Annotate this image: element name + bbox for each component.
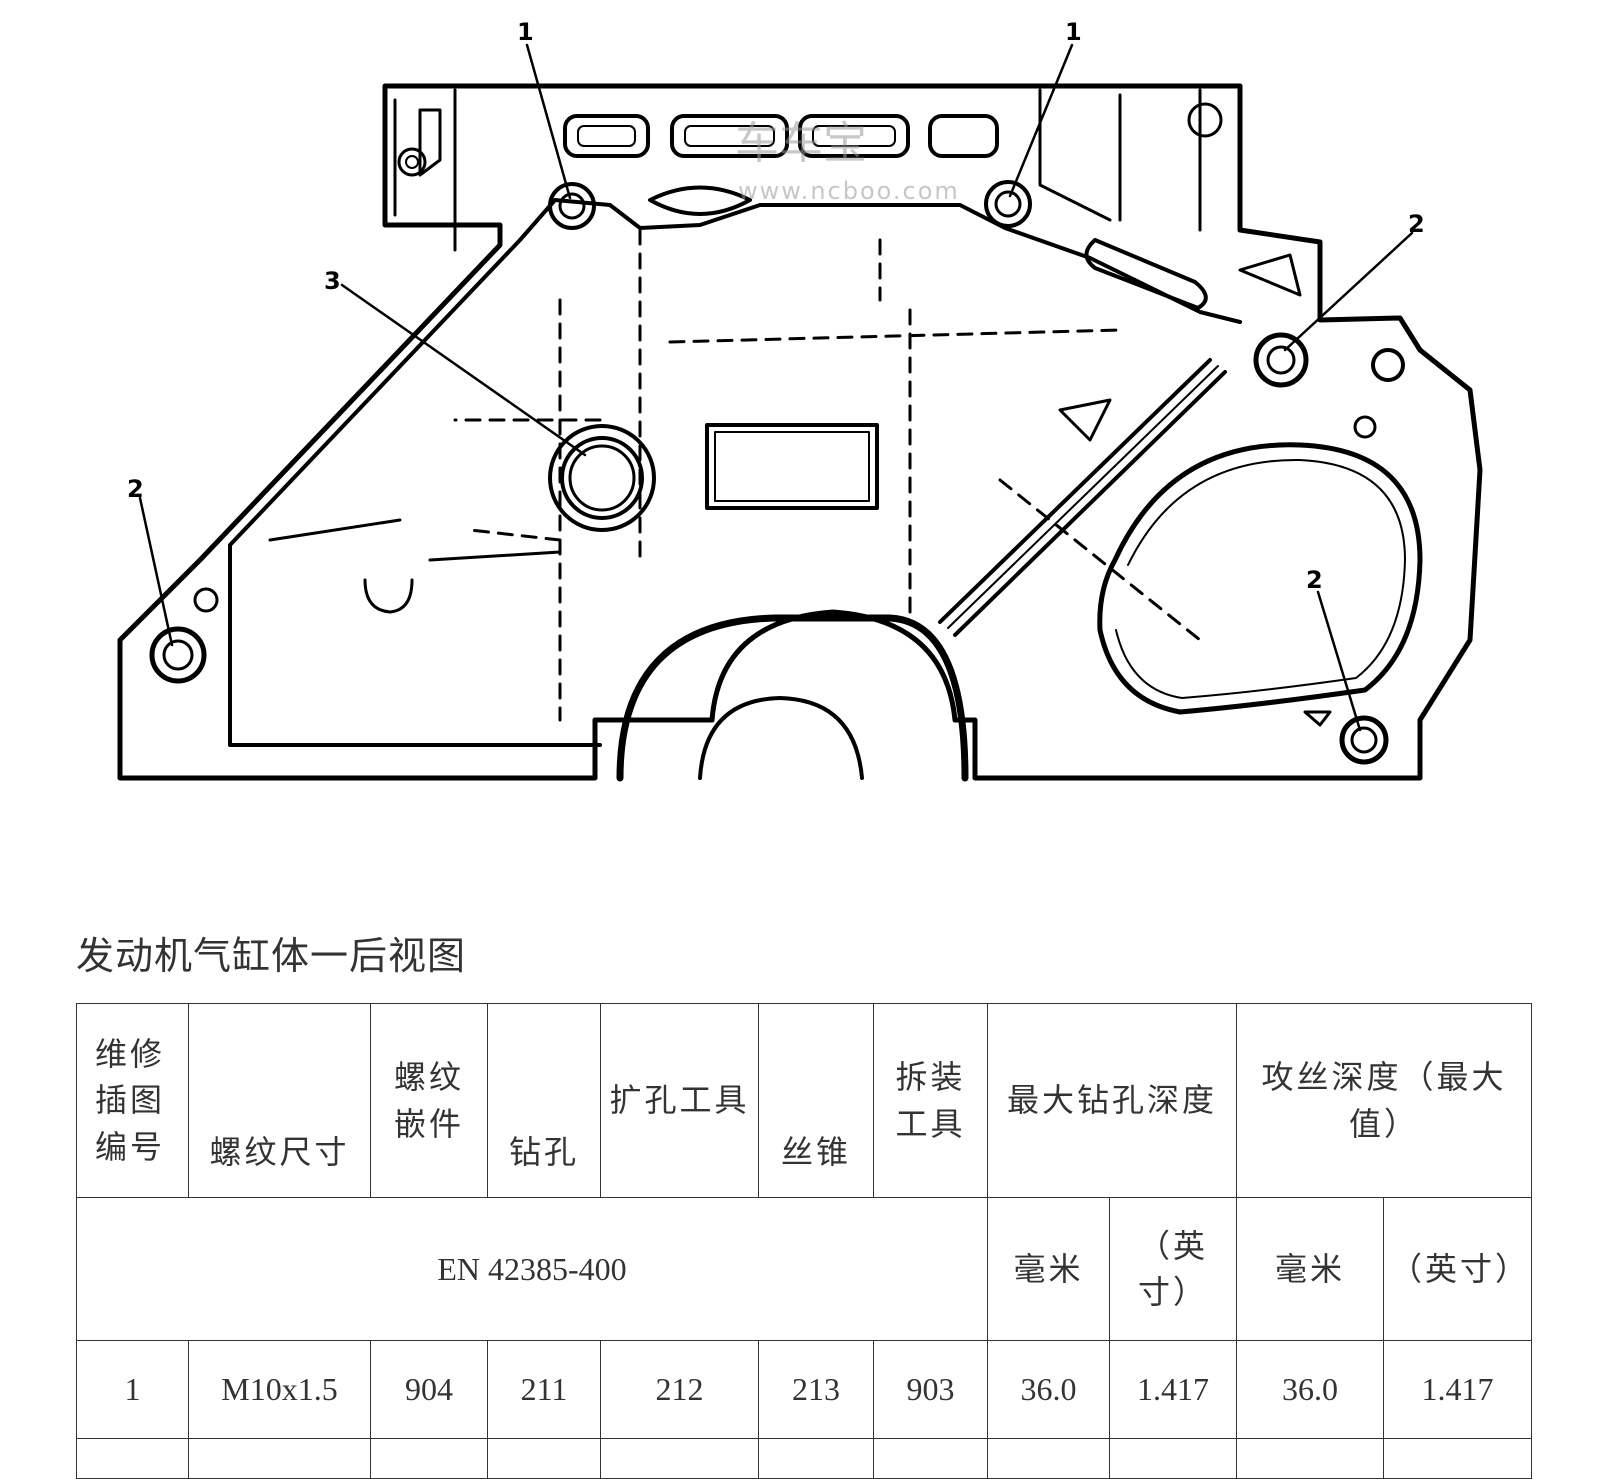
- bore-3: [548, 424, 656, 532]
- cell-thread-size: M10x1.5: [188, 1340, 371, 1439]
- bolt-hole-1-right: [984, 180, 1032, 228]
- leader-1-left: [525, 43, 572, 200]
- callout-label-2-upper-right: 2: [1408, 210, 1425, 238]
- header-max-drill-depth: 最大钻孔深度: [986, 1003, 1238, 1198]
- cell-insert: 904: [370, 1340, 488, 1439]
- header-max-tap-depth: 攻丝深度（最大值）: [1236, 1003, 1533, 1198]
- crankshaft-arch: [616, 614, 969, 782]
- unit-inch-drill: （英寸）: [1108, 1197, 1238, 1341]
- header-reamer: 扩孔工具: [600, 1003, 759, 1198]
- engine-block-rear-view-diagram: 车车宝 www.ncboo.com 1 1 2 2 2 3: [117, 18, 1483, 782]
- callout-label-1-left: 1: [517, 18, 534, 46]
- cell-drill-depth-in: 1.417: [1108, 1340, 1238, 1439]
- table-row-cut-off: [76, 1438, 1533, 1479]
- cell-tap-depth-mm: 36.0: [1236, 1340, 1385, 1439]
- leader-3: [340, 283, 587, 457]
- bolt-hole-2-left: [149, 626, 207, 684]
- figure-caption: 发动机气缸体一后视图: [76, 934, 467, 978]
- leader-2-lower-right: [1316, 590, 1362, 732]
- cell-drill: 211: [487, 1340, 601, 1439]
- cell-drill-depth-mm: 36.0: [987, 1340, 1110, 1439]
- callout-label-2-left: 2: [127, 475, 144, 503]
- unit-mm-drill: 毫米: [987, 1197, 1110, 1341]
- unit-mm-tap: 毫米: [1236, 1197, 1385, 1341]
- header-thread-size: 螺纹尺寸: [188, 1003, 371, 1198]
- header-drill: 钻孔: [487, 1003, 601, 1198]
- kit-number: EN 42385-400: [76, 1197, 988, 1341]
- header-thread-insert: 螺纹嵌件: [370, 1003, 488, 1198]
- callout-label-3: 3: [324, 267, 341, 295]
- bolt-hole-2-upper-right: [1253, 332, 1309, 388]
- callout-label-1-right: 1: [1065, 18, 1082, 46]
- watermark-url: www.ncboo.com: [738, 177, 960, 205]
- timing-chamber: [1097, 442, 1423, 715]
- table-header-row: 维修插图编号 螺纹尺寸 螺纹嵌件 钻孔 扩孔工具 丝锥 拆装工具 最大钻孔深度 …: [76, 1003, 1533, 1198]
- header-tap: 丝锥: [758, 1003, 874, 1198]
- header-callout-number: 维修插图编号: [76, 1003, 189, 1198]
- center-window: [705, 423, 879, 510]
- bolt-hole-2-lower-right: [1339, 715, 1389, 765]
- header-install-tool: 拆装工具: [873, 1003, 988, 1198]
- cell-tap-depth-in: 1.417: [1383, 1340, 1533, 1439]
- cell-callout: 1: [76, 1340, 189, 1439]
- unit-inch-tap: （英寸）: [1383, 1197, 1533, 1341]
- leader-2-left: [138, 496, 174, 647]
- leader-2-upper-right: [1283, 231, 1414, 352]
- top-pocket-2: [670, 114, 789, 158]
- top-pocket-3: [798, 114, 910, 158]
- callout-label-2-lower-right: 2: [1306, 566, 1323, 594]
- top-pocket-4: [928, 114, 999, 158]
- watermark-cn: 车车宝: [735, 118, 867, 169]
- kit-row: EN 42385-400 毫米 （英寸） 毫米 （英寸）: [76, 1197, 1533, 1341]
- thread-repair-spec-table: 维修插图编号 螺纹尺寸 螺纹嵌件 钻孔 扩孔工具 丝锥 拆装工具 最大钻孔深度 …: [76, 1003, 1533, 1479]
- cell-tap: 213: [758, 1340, 874, 1439]
- top-pocket-1: [563, 114, 650, 158]
- cell-install-tool: 903: [873, 1340, 988, 1439]
- bolt-hole-1-left: [548, 182, 596, 230]
- table-row: 1 M10x1.5 904 211 212 213 903 36.0 1.417…: [76, 1340, 1533, 1439]
- inner-web: [228, 198, 1242, 747]
- cell-reamer: 212: [600, 1340, 759, 1439]
- leader-1-right: [1008, 43, 1074, 198]
